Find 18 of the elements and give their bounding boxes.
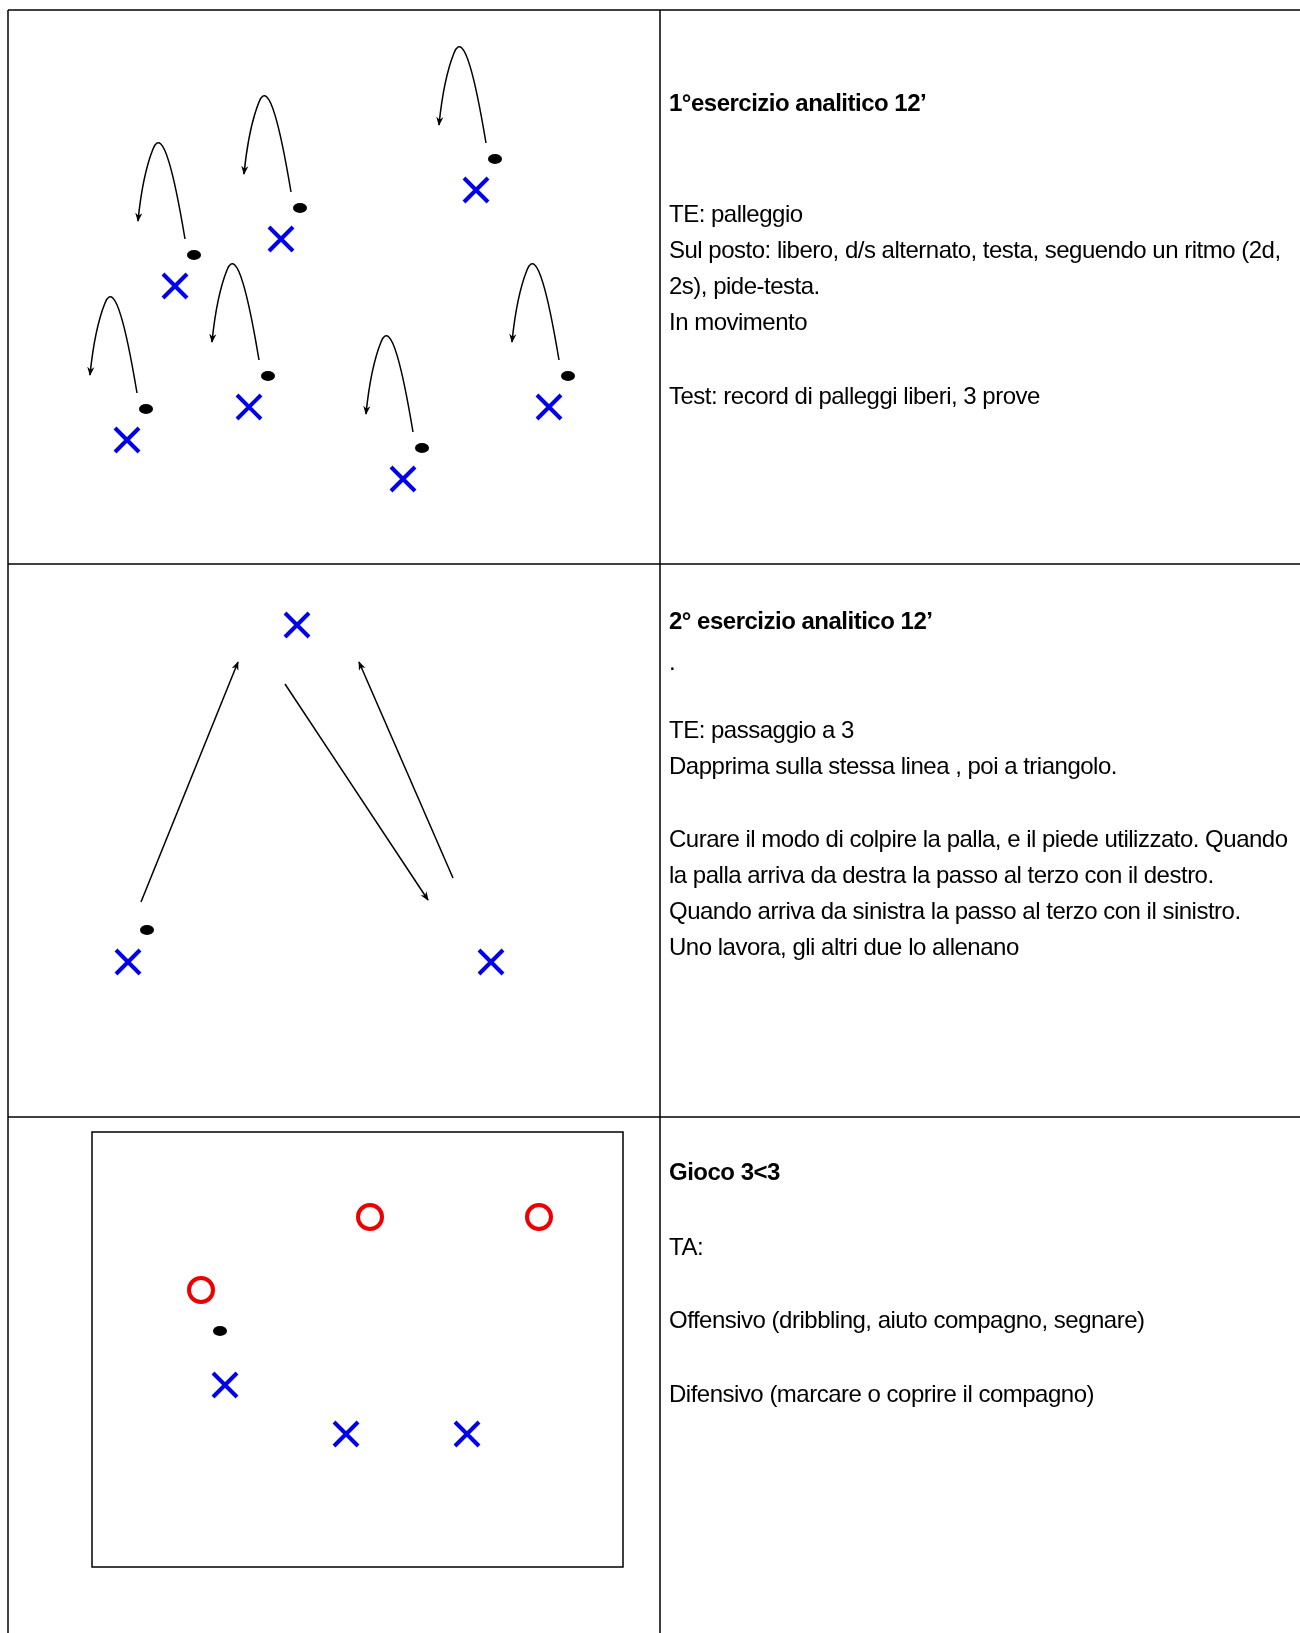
exercise-text: In movimento <box>669 307 809 337</box>
exercise-text: . <box>669 647 677 677</box>
exercise-text: Sul posto: libero, d/s alternato, testa, seguendo un ritmo (2d, 2s), pide-testa. <box>669 235 1282 301</box>
exercise-text: Test: record di palleggi liberi, 3 prove <box>669 381 1041 411</box>
exercise-text: Offensivo (dribbling, aiuto compagno, segnare) <box>669 1305 1146 1335</box>
exercise-text: TE: palleggio <box>669 199 804 229</box>
exercise-text: Difensivo (marcare o coprire il compagno) <box>669 1379 1095 1409</box>
exercise-heading: 1°esercizio analitico 12’ <box>669 88 928 118</box>
exercise-heading: Gioco 3<3 <box>669 1157 781 1187</box>
exercise-heading: 2° esercizio analitico 12’ <box>669 606 934 636</box>
exercise-text: Curare il modo di colpire la palla, e il piede utilizzato. Quando la palla arriva da destra la passo al terzo con il destro. Quando arriva da sinistra la passo al terzo con il sinistro. <box>669 824 1289 926</box>
pass-arrow <box>140 661 239 903</box>
exercise-text: Uno lavora, gli altri due lo allenano <box>669 932 1020 962</box>
exercise-text: TE: passaggio a 3 <box>669 715 855 745</box>
exercise-text: TA: <box>669 1232 705 1262</box>
pass-arrow <box>358 661 454 879</box>
pass-arrow <box>284 683 429 901</box>
exercise-text: Dapprima sulla stessa linea , poi a triangolo. <box>669 751 1118 781</box>
